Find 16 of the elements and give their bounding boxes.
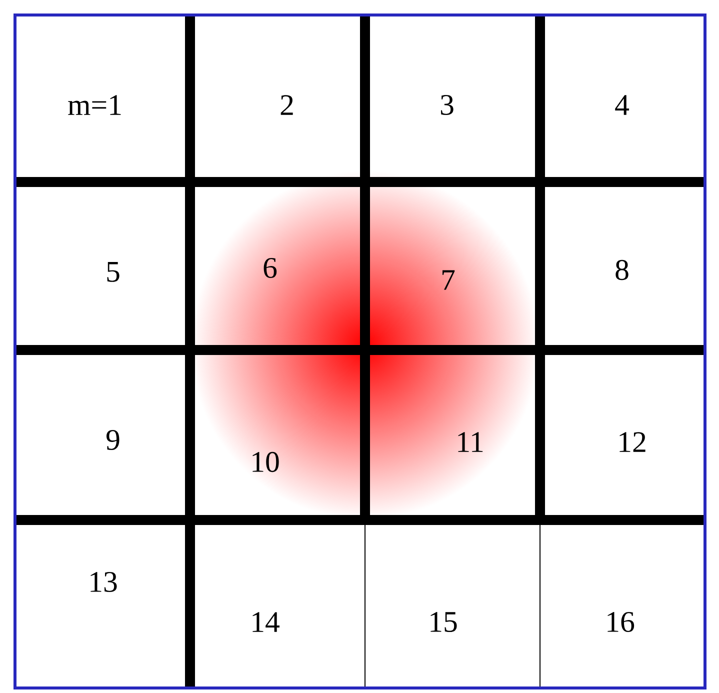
cell-number: 4: [615, 95, 630, 115]
cell-number: 12: [620, 432, 646, 452]
cell-number: 6: [264, 258, 277, 278]
cell-number: 11: [458, 432, 483, 452]
cell-number: 9: [106, 430, 120, 450]
cell-number: 2: [280, 95, 293, 115]
cell-number: 8: [616, 260, 628, 280]
cell-number: 5: [107, 262, 120, 282]
cell-number: 16: [608, 612, 634, 632]
cell-number: 13: [90, 572, 117, 592]
cell-number: 7: [442, 270, 455, 290]
cell-number: m=1: [68, 95, 121, 115]
cell-number: 15: [430, 612, 457, 632]
cell-number: 14: [252, 612, 280, 632]
cell-number: 3: [440, 94, 454, 116]
cell-number: 10: [252, 452, 279, 472]
